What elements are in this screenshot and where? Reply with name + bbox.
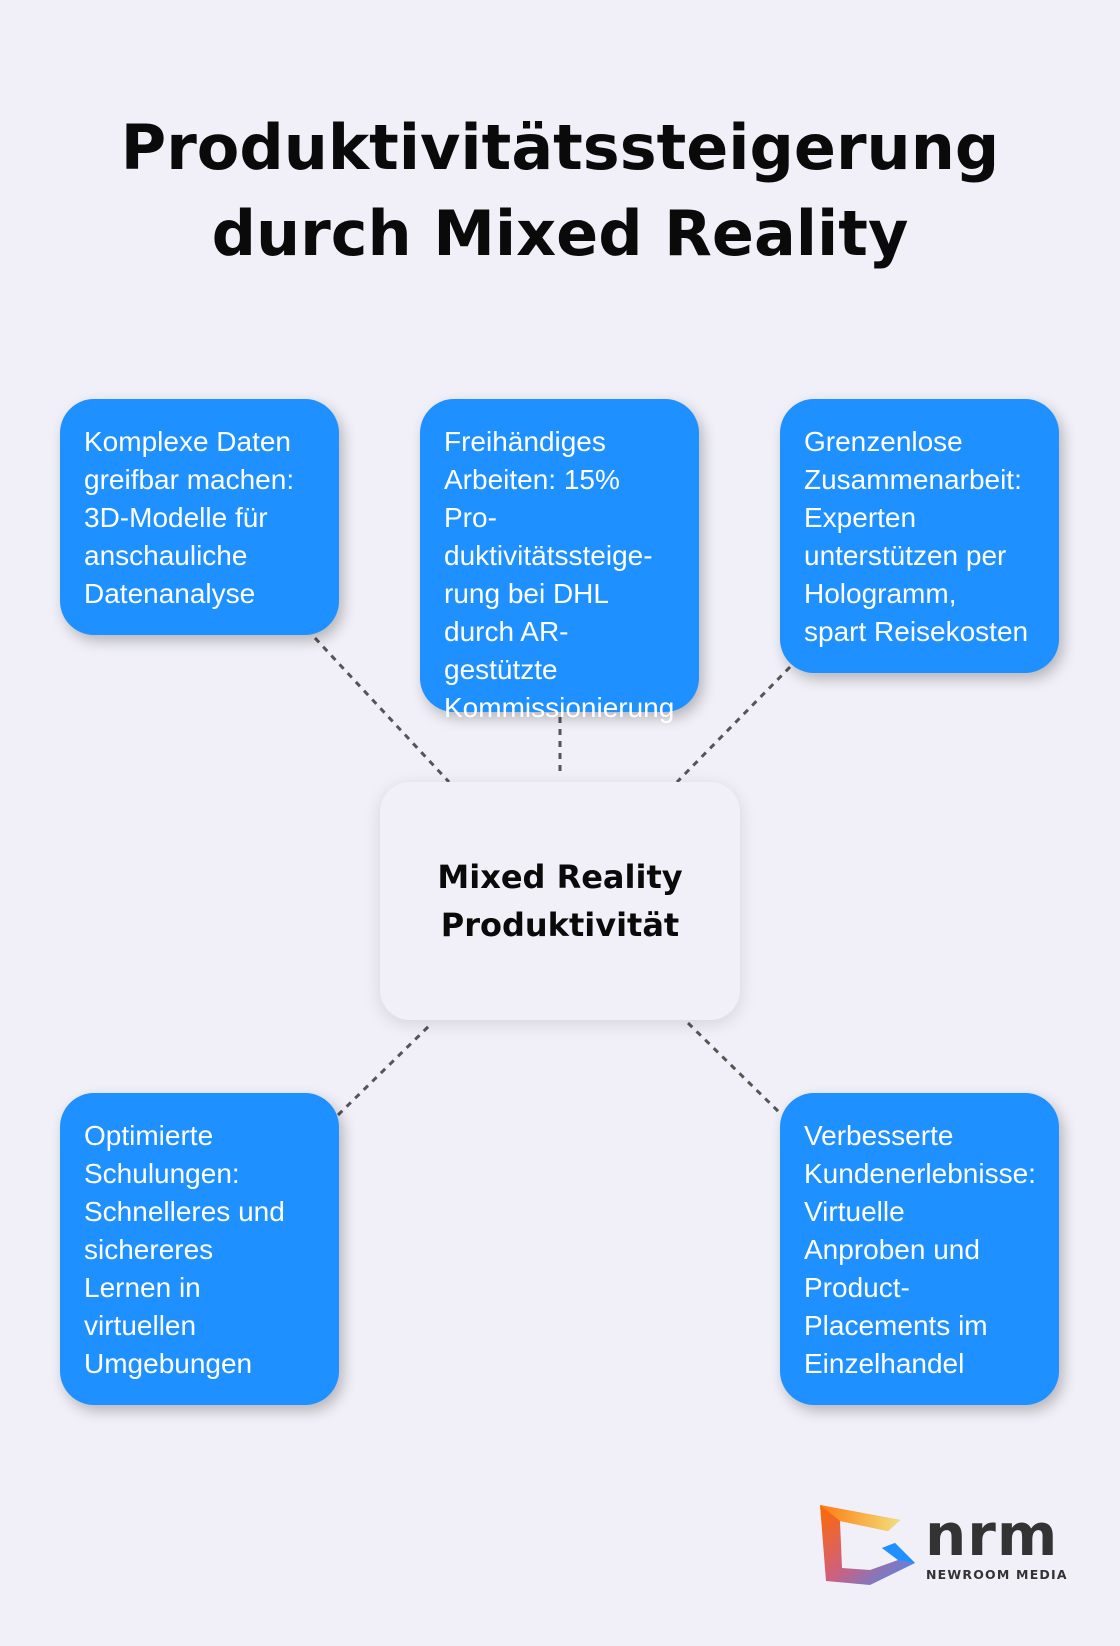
benefit-box-collaboration: Grenzenlose Zusammenarbeit: Experten unt… [780,399,1059,673]
center-node: Mixed Reality Produktivität [380,782,740,1020]
benefit-box-handsfree: Freihändiges Arbeiten: 15% Pro- duktivit… [420,399,699,723]
connector-3 [675,665,792,784]
connector-1 [313,636,451,784]
benefit-box-customer: Verbesserte Kundenerlebnisse: Virtuelle … [780,1093,1059,1405]
connector-5 [686,1021,784,1117]
page-title: Produktivitätssteigerung durch Mixed Rea… [120,111,1000,270]
logo-brand: nrm [925,1501,1059,1569]
benefit-box-data: Komplexe Daten greifbar machen: 3D-Model… [60,399,339,635]
connector-4 [336,1021,434,1117]
logo-subtitle: NEWROOM MEDIA [926,1567,1068,1582]
nrm-logo-icon [820,1505,915,1585]
benefit-box-training: Optimierte Schulungen: Schnelleres und s… [60,1093,339,1405]
